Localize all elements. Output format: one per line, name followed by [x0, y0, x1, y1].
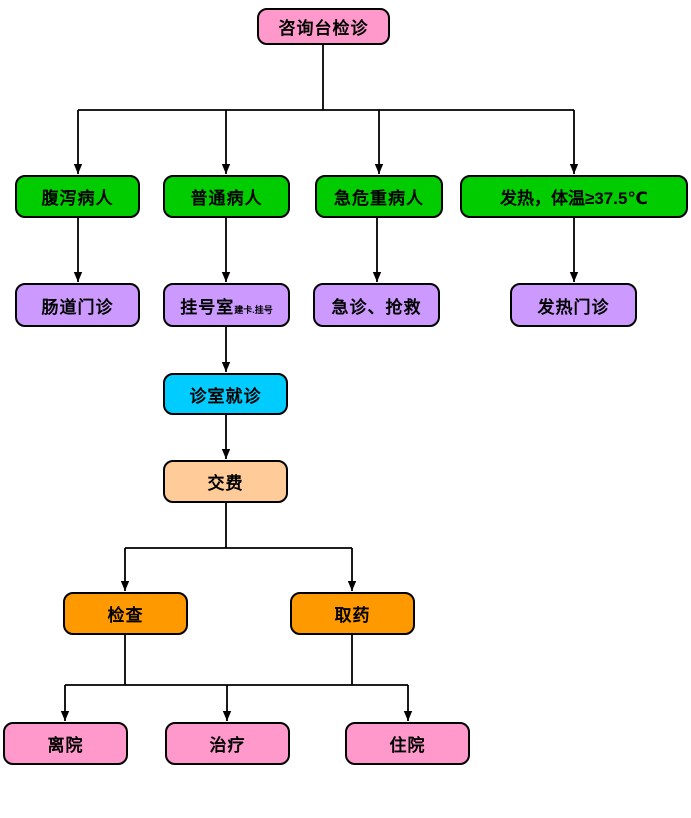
node-intestinal-clinic-label: 肠道门诊 — [41, 297, 114, 317]
node-discharge-label: 离院 — [47, 736, 84, 755]
node-intestinal-clinic: 肠道门诊 — [15, 283, 140, 327]
node-critical-patient: 急危重病人 — [315, 175, 443, 218]
node-consult-desk-label: 咨询台检诊 — [278, 19, 369, 38]
node-fever-patient-label: 发热，体温≥37.5℃ — [499, 189, 648, 208]
node-treatment: 治疗 — [165, 722, 290, 765]
node-critical-patient-label: 急危重病人 — [334, 189, 424, 208]
node-fever-patient: 发热，体温≥37.5℃ — [460, 175, 688, 218]
node-hospitalization: 住院 — [345, 722, 470, 765]
node-treatment-label: 治疗 — [209, 736, 246, 755]
node-registration-room-sublabel: 建卡.挂号 — [234, 304, 273, 315]
node-consult-desk: 咨询台检诊 — [257, 8, 390, 45]
node-emergency-rescue: 急诊、抢救 — [313, 283, 440, 327]
node-ordinary-patient: 普通病人 — [163, 175, 290, 218]
node-diarrhea-patient-label: 腹泻病人 — [41, 189, 114, 208]
node-dispensary-label: 取药 — [334, 606, 371, 625]
node-ordinary-patient-label: 普通病人 — [190, 189, 263, 208]
node-examination-label: 检查 — [107, 606, 144, 625]
node-registration-room-label: 挂号室 — [180, 297, 235, 317]
node-emergency-rescue-label: 急诊、抢救 — [331, 297, 422, 317]
node-registration-room: 挂号室建卡.挂号 — [163, 283, 290, 327]
node-consulting-room: 诊室就诊 — [163, 373, 288, 415]
node-fever-clinic-label: 发热门诊 — [537, 297, 610, 317]
node-payment-label: 交费 — [207, 474, 244, 493]
node-diarrhea-patient: 腹泻病人 — [15, 175, 140, 218]
node-fever-clinic: 发热门诊 — [510, 283, 637, 327]
node-discharge: 离院 — [3, 722, 128, 765]
node-payment: 交费 — [163, 460, 288, 503]
node-hospitalization-label: 住院 — [389, 736, 426, 755]
node-dispensary: 取药 — [290, 592, 415, 635]
node-consulting-room-label: 诊室就诊 — [189, 386, 262, 406]
node-examination: 检查 — [63, 592, 188, 635]
